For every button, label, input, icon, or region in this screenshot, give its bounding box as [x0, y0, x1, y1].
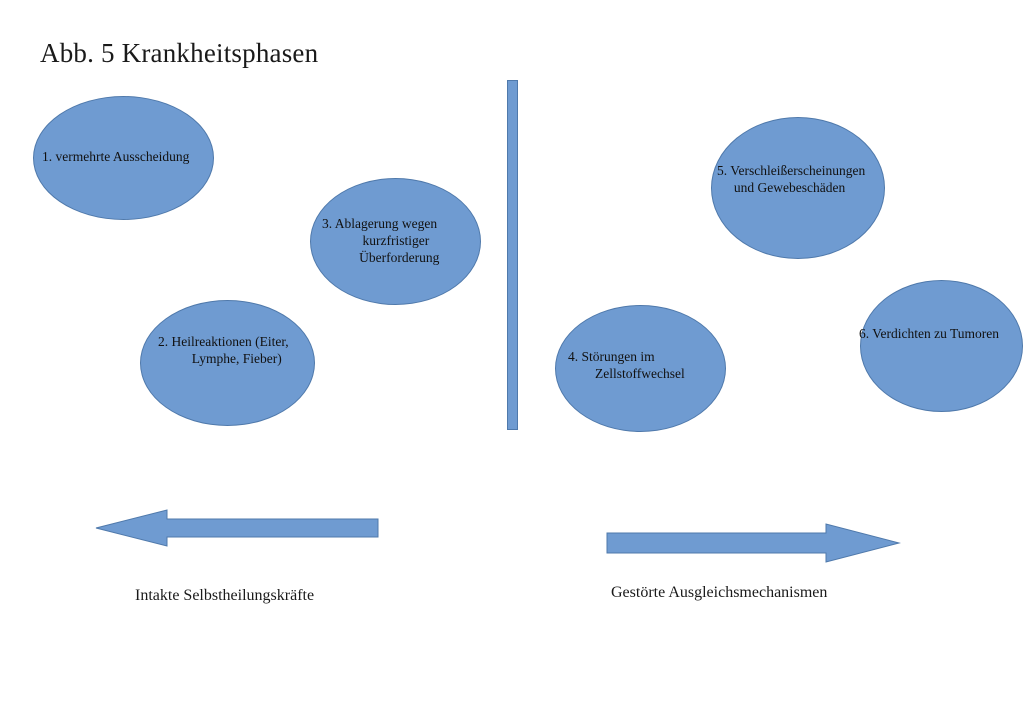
phase-3-label: 3. Ablagerung wegen kurzfristiger Überfo…: [322, 216, 440, 265]
right-arrow-icon: [606, 523, 901, 563]
phase-1-label: 1. vermehrte Ausscheidung: [42, 149, 190, 164]
phase-4-label: 4. Störungen im Zellstoffwechsel: [568, 349, 685, 381]
diagram-title: Abb. 5 Krankheitsphasen: [40, 38, 319, 68]
phase-2-ellipse: [140, 300, 315, 426]
phase-divider: [507, 80, 518, 430]
phase-6-label: 6. Verdichten zu Tumoren: [859, 326, 999, 341]
phase-5-ellipse: [711, 117, 885, 259]
phase-3-ellipse: [310, 178, 481, 305]
phase-1-ellipse: [33, 96, 214, 220]
caption-right: Gestörte Ausgleichsmechanismen: [611, 584, 828, 601]
phase-4-ellipse: [555, 305, 726, 432]
left-arrow-icon: [95, 509, 379, 547]
phase-6-ellipse: [860, 280, 1023, 412]
caption-left: Intakte Selbstheilungskräfte: [135, 587, 315, 604]
phase-2-label: 2. Heilreaktionen (Eiter, Lymphe, Fieber…: [158, 334, 289, 366]
phase-5-label: 5. Verschleißerscheinungen und Gewebesch…: [717, 163, 866, 195]
